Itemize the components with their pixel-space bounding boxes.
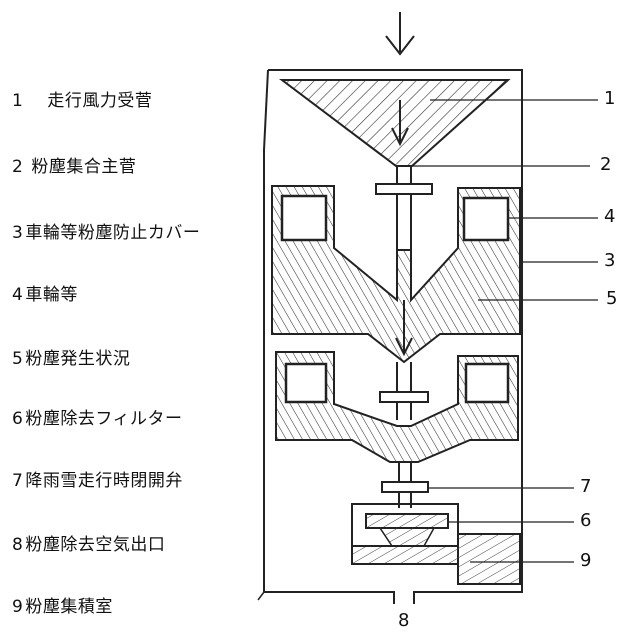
callout-number: 7 [580, 476, 591, 497]
callout-number: 5 [606, 288, 617, 309]
legend-label: 走行風力受菅 [47, 91, 152, 111]
legend-item: 5粉塵発生状況 [12, 344, 130, 369]
legend-number: 3 [12, 223, 23, 243]
filter-hopper [380, 528, 434, 546]
middle-pipe [380, 362, 428, 420]
legend-label: 粉塵集積室 [25, 597, 113, 617]
upper-left-wheel [282, 196, 326, 240]
upper-right-wheel [464, 198, 508, 240]
callout-number: 8 [398, 610, 409, 631]
callout-number: 9 [580, 550, 591, 571]
dust-collection-room [352, 534, 520, 584]
lower-left-wheel [286, 364, 326, 402]
legend-item: 4車輪等 [12, 280, 78, 305]
callout-number: 6 [580, 510, 591, 531]
legend-label: 車輪等粉塵防止カバー [25, 223, 200, 243]
legend-label: 粉塵除去空気出口 [25, 535, 165, 555]
housing-foot [258, 592, 264, 600]
legend-label: 降雨雪走行時閉開弁 [25, 471, 183, 491]
legend-item: 7降雨雪走行時閉開弁 [12, 466, 183, 491]
legend-item: 8粉塵除去空気出口 [12, 530, 165, 555]
legend-number: 2 [12, 157, 23, 177]
lower-right-wheel [466, 364, 508, 402]
legend-number: 6 [12, 409, 23, 429]
legend-item: 2 粉塵集合主菅 [12, 152, 136, 177]
legend-number: 4 [12, 285, 23, 305]
dust-filter [366, 514, 448, 528]
callout-number: 1 [604, 88, 615, 109]
legend-label: 粉塵発生状況 [25, 349, 130, 369]
legend-number: 5 [12, 349, 23, 369]
legend-label: 車輪等 [25, 285, 78, 305]
legend-number: 1 [12, 91, 23, 111]
callout-number: 2 [600, 154, 611, 175]
legend-item: 3車輪等粉塵防止カバー [12, 218, 200, 243]
callout-number: 3 [604, 250, 615, 271]
wind-intake-funnel [282, 80, 508, 166]
legend-number: 7 [12, 471, 23, 491]
housing-left-edge [264, 70, 268, 150]
legend-item: 6粉塵除去フィルター [12, 404, 183, 429]
legend-item: 9粉塵集積室 [12, 592, 113, 617]
legend-label: 粉塵除去フィルター [25, 409, 182, 429]
legend-item: 1 走行風力受菅 [12, 86, 152, 111]
callout-number: 4 [604, 206, 615, 227]
legend-number: 9 [12, 597, 23, 617]
rain-snow-valve [382, 462, 428, 508]
inflow-arrow-icon [386, 12, 414, 54]
legend-label: 粉塵集合主菅 [31, 157, 136, 177]
legend-number: 8 [12, 535, 23, 555]
